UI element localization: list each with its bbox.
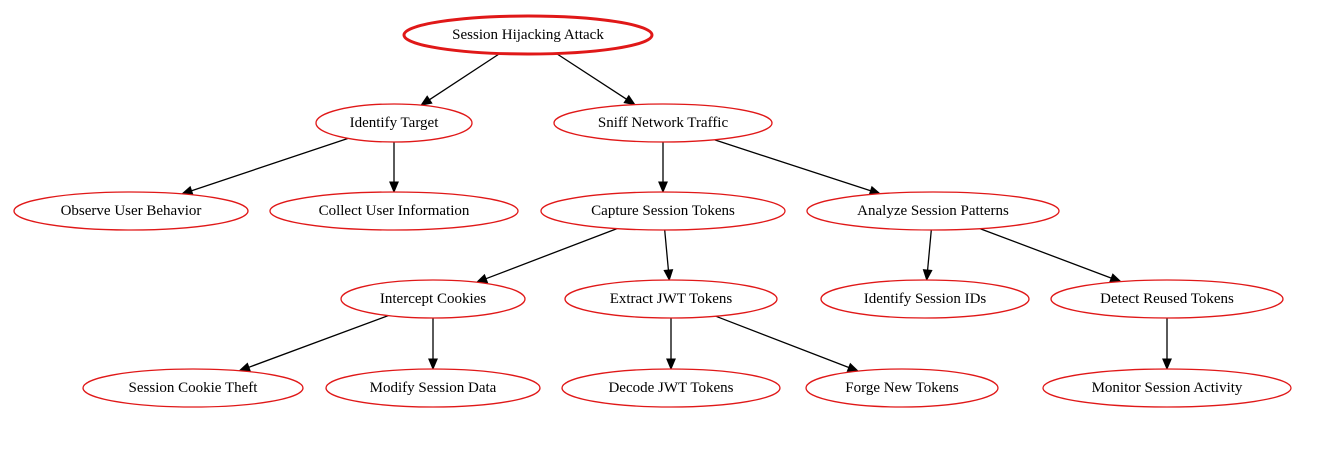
node-extract-jwt: Extract JWT Tokens xyxy=(564,279,778,319)
node-ellipse xyxy=(82,368,304,408)
arrowhead-icon xyxy=(238,362,252,372)
node-ellipse xyxy=(805,368,999,408)
node-monitor-activity: Monitor Session Activity xyxy=(1042,368,1292,408)
node-ellipse xyxy=(315,103,473,143)
edges-layer xyxy=(180,52,1172,372)
node-sniff-traffic: Sniff Network Traffic xyxy=(553,103,773,143)
edge-line xyxy=(556,52,627,100)
edge-intercept_cookies-to-modify_data xyxy=(428,318,438,371)
arrowhead-icon xyxy=(922,269,933,282)
edge-line xyxy=(248,314,389,368)
arrowhead-icon xyxy=(389,181,399,194)
edge-extract_jwt-to-decode_jwt xyxy=(666,318,676,371)
node-ellipse xyxy=(269,191,519,231)
node-collect-info: Collect User Information xyxy=(269,191,519,231)
arrowhead-icon xyxy=(663,269,674,282)
arrowhead-icon xyxy=(1162,358,1172,371)
arrowhead-icon xyxy=(658,181,668,194)
node-label: Forge New Tokens xyxy=(845,380,959,396)
node-cookie-theft: Session Cookie Theft xyxy=(82,368,304,408)
node-ellipse xyxy=(561,368,781,408)
edge-root-to-sniff_traffic xyxy=(556,52,636,106)
arrowhead-icon xyxy=(1109,273,1122,283)
arrowhead-icon xyxy=(475,273,489,284)
node-ellipse xyxy=(806,191,1060,231)
edge-identify_target-to-collect_info xyxy=(389,142,399,194)
node-root: Session Hijacking Attack xyxy=(402,14,654,56)
node-identify-ids: Identify Session IDs xyxy=(820,279,1030,319)
edge-line xyxy=(664,229,670,271)
node-label: Session Cookie Theft xyxy=(129,380,259,396)
node-label: Capture Session Tokens xyxy=(591,203,735,219)
node-forge-tokens: Forge New Tokens xyxy=(805,368,999,408)
node-label: Modify Session Data xyxy=(370,380,497,396)
edge-analyze_patterns-to-detect_reused xyxy=(979,227,1122,283)
node-ellipse xyxy=(553,103,773,143)
edge-extract_jwt-to-forge_tokens xyxy=(715,315,860,372)
node-ellipse xyxy=(540,191,786,231)
arrowhead-icon xyxy=(420,95,433,106)
node-ellipse xyxy=(13,191,249,231)
node-identify-target: Identify Target xyxy=(315,103,473,143)
node-label: Session Hijacking Attack xyxy=(452,27,604,43)
node-ellipse xyxy=(1042,368,1292,408)
edge-line xyxy=(979,227,1112,279)
node-ellipse xyxy=(564,279,778,319)
node-label: Decode JWT Tokens xyxy=(608,380,733,396)
edge-identify_target-to-observe_behavior xyxy=(180,137,349,196)
node-label: Identify Session IDs xyxy=(864,291,987,307)
arrowhead-icon xyxy=(846,362,860,372)
edge-analyze_patterns-to-identify_ids xyxy=(922,229,933,282)
node-label: Intercept Cookies xyxy=(380,291,486,307)
node-observe-behavior: Observe User Behavior xyxy=(13,191,249,231)
node-label: Observe User Behavior xyxy=(61,203,202,219)
edge-root-to-identify_target xyxy=(420,52,501,106)
edge-sniff_traffic-to-capture_tokens xyxy=(658,142,668,194)
node-label: Collect User Information xyxy=(319,203,470,219)
node-modify-data: Modify Session Data xyxy=(325,368,541,408)
edge-detect_reused-to-monitor_activity xyxy=(1162,318,1172,371)
edge-line xyxy=(429,52,501,101)
node-decode-jwt: Decode JWT Tokens xyxy=(561,368,781,408)
node-label: Analyze Session Patterns xyxy=(857,203,1009,219)
node-label: Sniff Network Traffic xyxy=(598,115,729,131)
arrowhead-icon xyxy=(623,94,636,106)
node-analyze-patterns: Analyze Session Patterns xyxy=(806,191,1060,231)
node-capture-tokens: Capture Session Tokens xyxy=(540,191,786,231)
node-label: Extract JWT Tokens xyxy=(610,291,733,307)
node-ellipse xyxy=(325,368,541,408)
node-ellipse xyxy=(820,279,1030,319)
edge-line xyxy=(715,315,850,369)
arrowhead-icon xyxy=(666,358,676,371)
node-ellipse xyxy=(340,279,526,319)
edge-line xyxy=(485,227,618,280)
edge-capture_tokens-to-intercept_cookies xyxy=(475,227,618,284)
node-label: Identify Target xyxy=(350,115,440,131)
edge-line xyxy=(926,229,932,271)
edge-intercept_cookies-to-cookie_theft xyxy=(238,314,389,372)
node-ellipse xyxy=(1050,279,1284,319)
node-detect-reused: Detect Reused Tokens xyxy=(1050,279,1284,319)
edge-line xyxy=(191,137,349,192)
edge-line xyxy=(714,139,871,192)
node-ellipse xyxy=(402,14,654,56)
arrowhead-icon xyxy=(428,358,438,371)
node-label: Detect Reused Tokens xyxy=(1100,291,1234,307)
node-intercept-cookies: Intercept Cookies xyxy=(340,279,526,319)
node-label: Monitor Session Activity xyxy=(1092,380,1243,396)
edge-sniff_traffic-to-analyze_patterns xyxy=(714,139,882,196)
edge-capture_tokens-to-extract_jwt xyxy=(663,229,674,282)
